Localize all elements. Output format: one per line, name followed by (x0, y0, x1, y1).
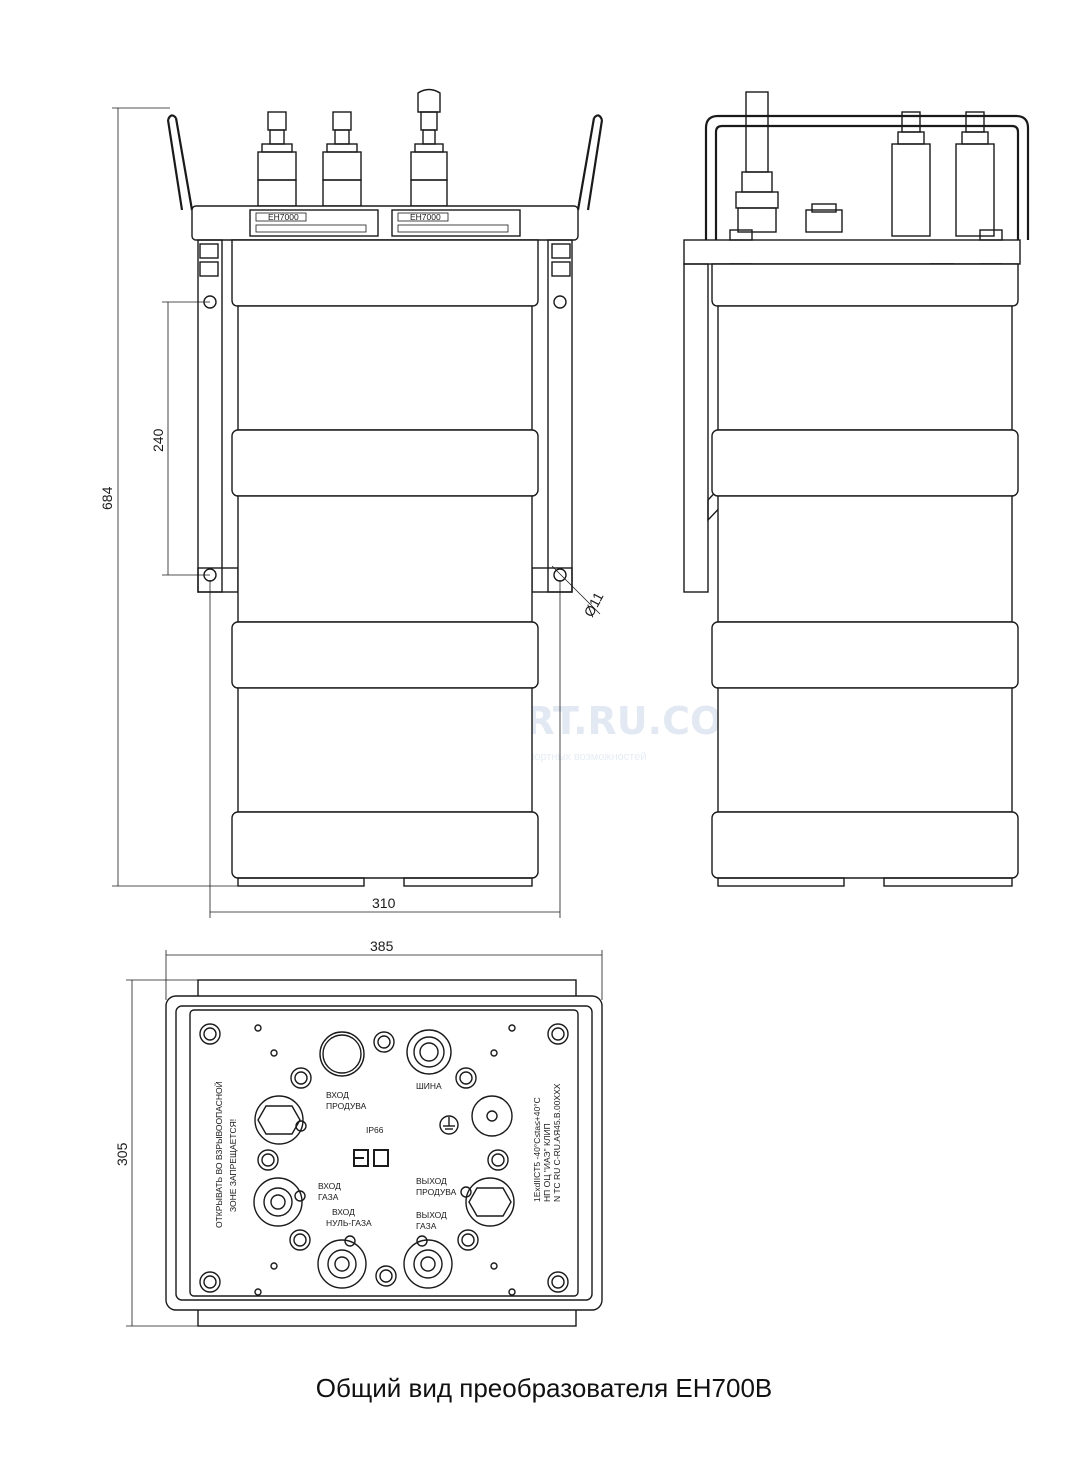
front-bracket-left (197, 239, 223, 593)
label-gas-outlet-1: ВЫХОД (416, 1210, 447, 1220)
side-top-plate (683, 239, 1021, 265)
top-gas-inlet (253, 1177, 306, 1227)
dim-height-total: 684 (99, 107, 238, 887)
dim-width-front-text: 310 (372, 895, 396, 911)
top-housing-outer (165, 995, 603, 1311)
top-round-cap (471, 1095, 513, 1137)
ground-icon (439, 1115, 459, 1135)
top-housing-inner (189, 1009, 579, 1297)
label-marking-3: N TC RU C-RU.АЯ45.В.00XXX (552, 1083, 562, 1202)
dim-depth-top-text: 305 (114, 1142, 130, 1166)
top-bus-connector (406, 1029, 452, 1075)
label-warning-1: ОТКРЫВАТЬ ВО ВЗРЫВООПАСНОЙ (213, 1081, 224, 1228)
dim-width-front: 310 (209, 580, 561, 918)
label-bus: ШИНА (416, 1081, 442, 1091)
front-label-plate-text-left: EH7000 (268, 212, 299, 222)
eac-mark-icon (353, 1149, 389, 1167)
front-handle-left (166, 117, 194, 211)
side-body (711, 263, 1019, 887)
front-label-plates: EH7000 EH7000 (249, 209, 521, 237)
top-gas-outlet (403, 1235, 453, 1289)
drawing-caption: Общий вид преобразователя EH700B (315, 1373, 773, 1403)
front-handle-right (576, 117, 604, 211)
label-gas-outlet-2: ГАЗА (416, 1221, 437, 1231)
label-purge-outlet-2: ПРОДУВА (416, 1187, 457, 1197)
front-body (231, 239, 539, 887)
label-gas-inlet-1: ВХОД (318, 1181, 341, 1191)
front-handle-left-top (166, 114, 177, 121)
label-warning-2: ЗОНЕ ЗАПРЕЩАЕТСЯ! (228, 1119, 238, 1212)
label-ip-rating: IP66 (366, 1125, 384, 1135)
side-antenna (745, 91, 769, 173)
dim-hole-diameter-text: Ø11 (581, 589, 607, 619)
label-purge-inlet-1: ВХОД (326, 1090, 349, 1100)
label-purge-outlet-1: ВЫХОД (416, 1176, 447, 1186)
front-bracket-right (547, 239, 573, 593)
label-gas-inlet-2: ГАЗА (318, 1192, 339, 1202)
side-handle-inner (714, 124, 1020, 240)
front-fittings (257, 88, 448, 207)
dim-height-total-text: 684 (99, 486, 115, 510)
label-purge-inlet-2: ПРОДУВА (326, 1101, 367, 1111)
dim-mount-spacing: 240 (150, 301, 210, 576)
top-corner-bolts (199, 1023, 569, 1293)
top-small-screws (254, 1024, 516, 1296)
label-marking-2: НП ОЦ "ИАЭ" КЛИП (542, 1123, 552, 1202)
label-zero-gas-inlet-2: НУЛЬ-ГАЗА (326, 1218, 372, 1228)
front-view: EH7000 EH7000 (99, 88, 607, 918)
front-handle-right-top (593, 114, 604, 121)
dim-mount-spacing-text: 240 (150, 428, 166, 452)
dim-depth-top: 305 (114, 979, 200, 1327)
top-view: 385 305 (114, 938, 603, 1327)
label-marking-1: 1ExdIICT5 -40°C≤ta≤+40°C (532, 1097, 542, 1202)
side-view (683, 91, 1030, 887)
front-label-plate-text-right: EH7000 (410, 212, 441, 222)
top-zero-gas-inlet (317, 1235, 367, 1289)
dim-width-top-text: 385 (370, 938, 394, 954)
label-zero-gas-inlet-1: ВХОД (332, 1207, 355, 1217)
top-plug-upper-left (319, 1031, 365, 1077)
dim-width-top: 385 (165, 938, 603, 1000)
side-handle-outer (704, 114, 1030, 240)
side-bracket (683, 263, 709, 593)
top-purge-outlet (460, 1177, 515, 1227)
top-purge-inlet (254, 1095, 307, 1145)
